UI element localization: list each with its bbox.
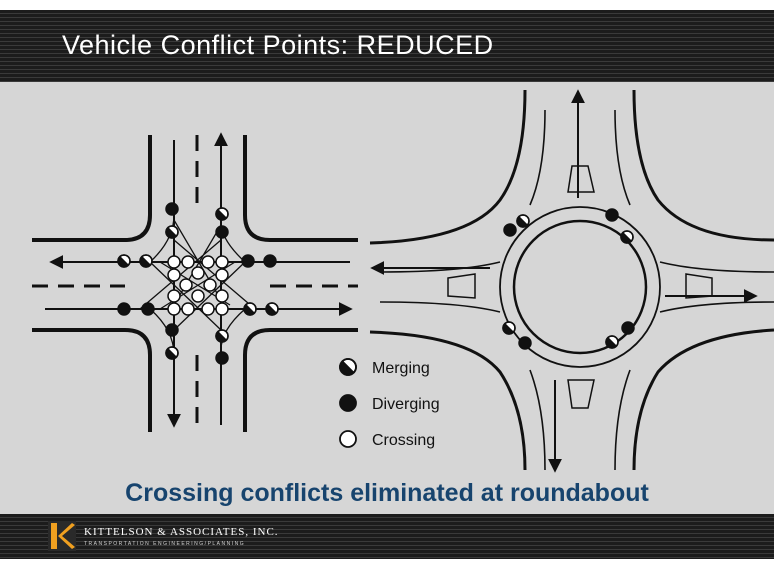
curb-sw bbox=[32, 328, 152, 432]
diverging-point bbox=[215, 351, 229, 365]
legend-diverging-icon bbox=[339, 394, 357, 412]
splitter-island-east bbox=[685, 273, 713, 299]
diverging-point bbox=[165, 323, 179, 337]
diverging-point bbox=[605, 208, 619, 222]
crossing-cluster bbox=[167, 255, 229, 316]
approach-lanes bbox=[379, 109, 774, 471]
curb-ne bbox=[243, 135, 358, 242]
diverging-point bbox=[141, 302, 155, 316]
footer-bar bbox=[0, 514, 774, 559]
merging-point bbox=[605, 335, 619, 349]
crossing-point bbox=[191, 289, 205, 303]
crossing-point bbox=[201, 255, 215, 269]
logo-tagline: Transportation Engineering/Planning bbox=[84, 541, 246, 547]
diverging-point bbox=[241, 254, 255, 268]
crossing-point bbox=[167, 255, 181, 269]
splitter-island-north bbox=[567, 165, 595, 193]
legend-crossing-icon bbox=[339, 430, 357, 448]
splitter-island-west bbox=[447, 273, 476, 299]
diverging-point bbox=[117, 302, 131, 316]
legend-crossing-label: Crossing bbox=[372, 432, 435, 449]
crossing-point bbox=[215, 289, 229, 303]
merging-point bbox=[139, 254, 153, 268]
circulatory-roadway bbox=[499, 206, 661, 368]
splitter-island-south bbox=[567, 379, 595, 409]
conventional-conflict-points bbox=[117, 202, 279, 365]
roundabout-curb-sw bbox=[369, 330, 527, 471]
crossing-point bbox=[167, 289, 181, 303]
roundabout-conflict-points bbox=[502, 208, 635, 350]
roundabout bbox=[369, 89, 774, 473]
diverging-point bbox=[503, 223, 517, 237]
merging-point bbox=[117, 254, 131, 268]
merging-point bbox=[165, 346, 179, 360]
merging-point bbox=[502, 321, 516, 335]
diverging-point bbox=[215, 225, 229, 239]
legend-merging-icon bbox=[339, 358, 357, 376]
merging-point bbox=[215, 329, 229, 343]
diverging-point bbox=[263, 254, 277, 268]
conflict-diagram: Merging Diverging Crossing bbox=[32, 89, 774, 473]
curb-nw bbox=[32, 135, 152, 242]
top-strip bbox=[0, 0, 774, 10]
legend-diverging-label: Diverging bbox=[372, 396, 440, 413]
crossing-point bbox=[215, 302, 229, 316]
merging-point bbox=[516, 214, 530, 228]
crossing-point bbox=[167, 302, 181, 316]
merging-point bbox=[243, 302, 257, 316]
diverging-point bbox=[165, 202, 179, 216]
roundabout-curb-ne bbox=[632, 89, 774, 242]
crossing-point bbox=[215, 268, 229, 282]
merging-point bbox=[165, 225, 179, 239]
slide-caption: Crossing conflicts eliminated at roundab… bbox=[125, 479, 649, 507]
roundabout-curb-se bbox=[632, 328, 774, 471]
crossing-point bbox=[181, 255, 195, 269]
crossing-point bbox=[201, 302, 215, 316]
crossing-point bbox=[191, 266, 205, 280]
merging-point bbox=[265, 302, 279, 316]
crossing-point bbox=[167, 268, 181, 282]
legend-merging-label: Merging bbox=[372, 360, 430, 377]
merging-point bbox=[620, 230, 634, 244]
diverging-point bbox=[621, 321, 635, 335]
bottom-strip bbox=[0, 559, 774, 567]
logo-company-name: Kittelson & Associates, Inc. bbox=[84, 526, 279, 538]
merging-point bbox=[215, 207, 229, 221]
central-island bbox=[512, 219, 648, 355]
crossing-point bbox=[215, 255, 229, 269]
curb-se bbox=[243, 328, 358, 432]
diverging-point bbox=[518, 336, 532, 350]
title-bar bbox=[0, 10, 774, 82]
crossing-point bbox=[181, 302, 195, 316]
kittelson-logo-icon bbox=[48, 521, 76, 551]
turn-paths bbox=[139, 214, 256, 356]
roundabout-curb-nw bbox=[369, 89, 527, 245]
crossing-point bbox=[179, 278, 193, 292]
legend: Merging Diverging Crossing bbox=[339, 358, 440, 449]
crossing-point bbox=[203, 278, 217, 292]
signalized-intersection bbox=[32, 132, 358, 432]
slide-title: Vehicle Conflict Points: REDUCED bbox=[62, 30, 494, 60]
